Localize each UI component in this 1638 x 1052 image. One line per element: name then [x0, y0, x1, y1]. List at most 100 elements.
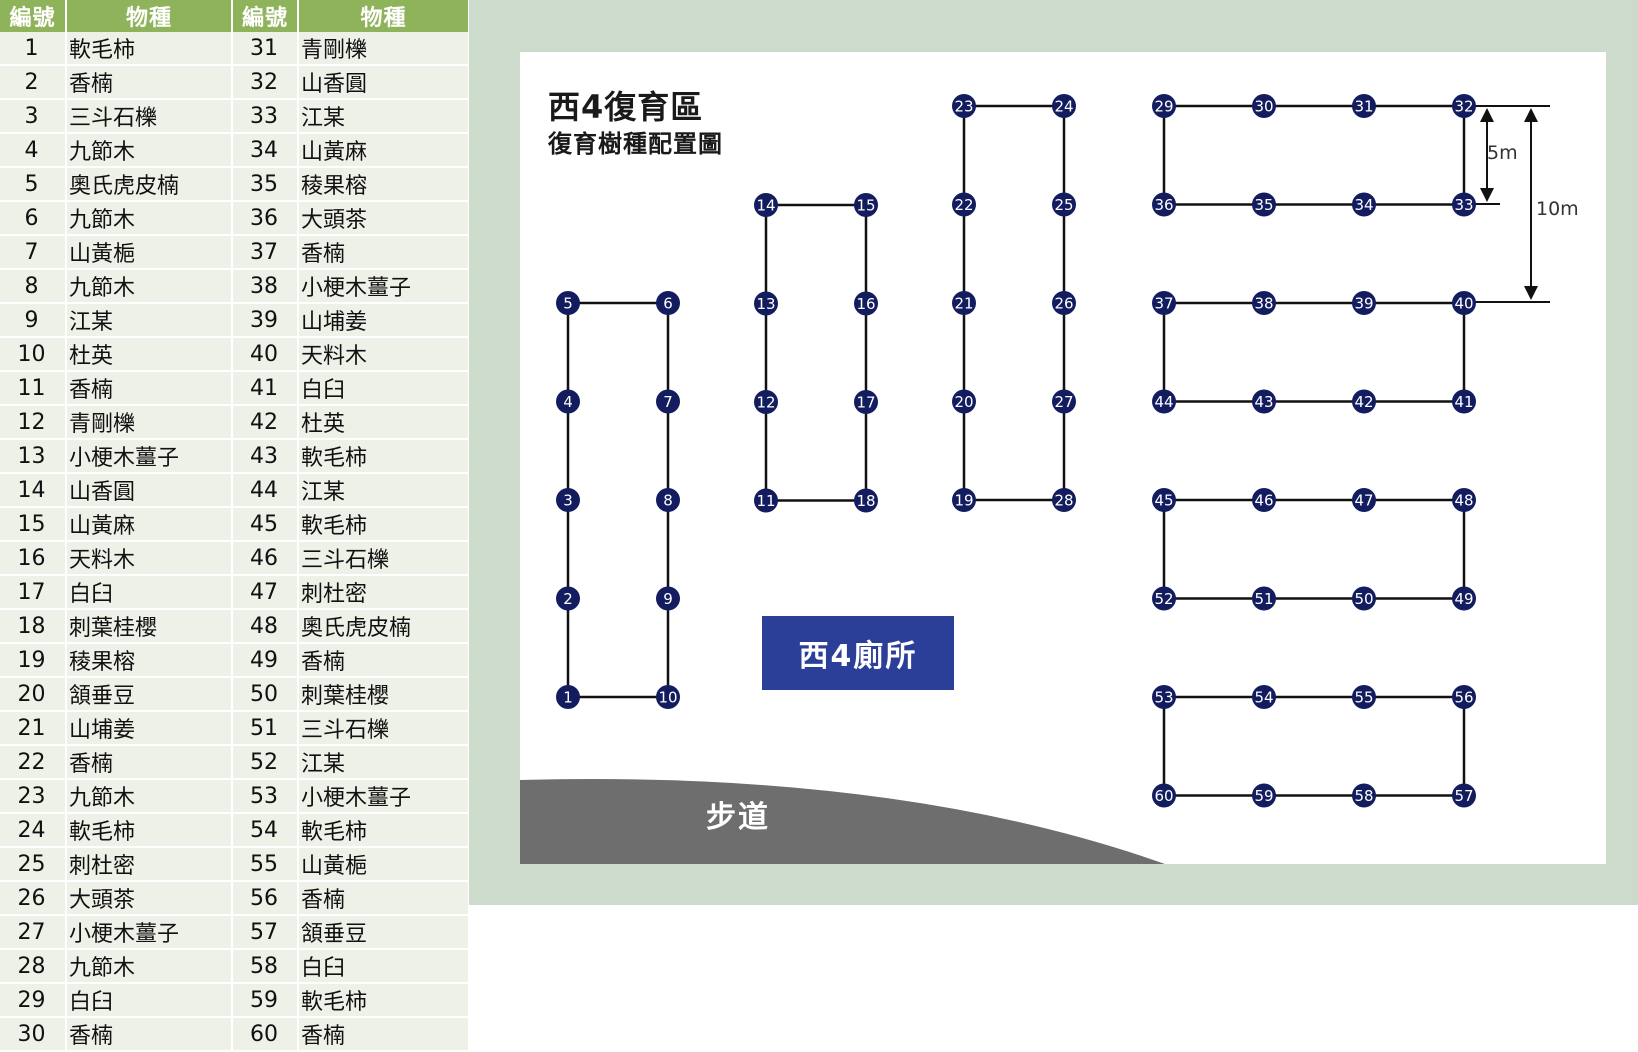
row-id-right: 57	[232, 915, 299, 950]
row-species-left: 青剛櫟	[66, 405, 233, 440]
row-species-right: 江某	[298, 745, 470, 780]
plant-node-label: 31	[1354, 98, 1373, 116]
row-species-left: 天料木	[66, 541, 233, 576]
plant-node-label: 45	[1154, 492, 1173, 510]
plant-node-circle	[1152, 488, 1176, 512]
row-species-left: 頷垂豆	[66, 677, 233, 712]
row-species-right: 山黃麻	[298, 133, 470, 168]
plant-node-label: 13	[756, 295, 775, 313]
plant-node-circle	[656, 586, 680, 611]
plant-node: 7	[656, 389, 680, 414]
plant-node: 41	[1452, 389, 1476, 414]
row-species-left: 刺葉桂櫻	[66, 609, 233, 644]
plant-node-circle	[854, 390, 878, 414]
row-id-right: 54	[232, 813, 299, 848]
plant-node-circle	[556, 685, 580, 709]
plant-node: 12	[754, 390, 778, 414]
row-species-right: 山黃梔	[298, 847, 470, 882]
row-species-right: 香楠	[298, 235, 470, 270]
row-id-right: 38	[232, 269, 299, 304]
plant-node-circle	[1252, 94, 1276, 118]
plant-node-label: 8	[663, 492, 673, 510]
plant-node-label: 24	[1054, 98, 1073, 116]
header-species-right: 物種	[298, 0, 470, 32]
plant-node-label: 30	[1254, 98, 1273, 116]
plant-node-label: 40	[1454, 295, 1473, 313]
row-species-right: 山香圓	[298, 65, 470, 100]
row-species-left: 山埔姜	[66, 711, 233, 746]
row-species-right: 奧氏虎皮楠	[298, 609, 470, 644]
dimension-arrowhead	[1524, 286, 1538, 300]
row-species-right: 小梗木薑子	[298, 269, 470, 304]
row-id-left: 4	[0, 133, 67, 168]
plant-node-label: 48	[1454, 492, 1473, 510]
row-id-right: 39	[232, 303, 299, 338]
plant-node: 53	[1152, 685, 1176, 709]
map-subtitle: 復育樹種配置圖	[548, 130, 723, 158]
row-id-right: 52	[232, 745, 299, 780]
plant-node-label: 54	[1254, 689, 1273, 707]
plant-node-circle	[754, 488, 778, 513]
plant-node-label: 10	[658, 689, 677, 707]
plant-node: 32	[1452, 94, 1476, 118]
plant-node-label: 44	[1154, 393, 1173, 411]
plant-node: 33	[1452, 192, 1476, 217]
plant-node-circle	[1152, 291, 1176, 315]
plant-node: 54	[1252, 685, 1276, 709]
row-id-left: 3	[0, 99, 67, 134]
plant-node-circle	[952, 291, 976, 315]
plant-node-label: 29	[1154, 98, 1173, 116]
plant-node-circle	[1452, 488, 1476, 512]
row-id-left: 20	[0, 677, 67, 712]
toilet-label: 西4廁所	[762, 616, 954, 690]
row-species-right: 大頭茶	[298, 201, 470, 236]
plant-node: 10	[656, 685, 680, 709]
plant-node-label: 42	[1354, 393, 1373, 411]
plant-node-circle	[1452, 783, 1476, 808]
row-species-left: 香楠	[66, 745, 233, 780]
plant-node-circle	[1052, 94, 1076, 118]
row-id-left: 10	[0, 337, 67, 372]
row-id-left: 21	[0, 711, 67, 746]
plant-node-circle	[754, 291, 778, 316]
plant-node-circle	[754, 193, 778, 217]
row-id-right: 37	[232, 235, 299, 270]
plant-node-circle	[952, 94, 976, 118]
row-species-right: 香楠	[298, 1017, 470, 1052]
plant-node-label: 52	[1154, 590, 1173, 608]
dimension-arrowhead	[1480, 108, 1494, 122]
plant-node-label: 2	[563, 590, 573, 608]
plant-node-circle	[1252, 291, 1276, 315]
row-species-left: 軟毛柿	[66, 32, 233, 66]
plant-node: 51	[1252, 586, 1276, 611]
plant-node-circle	[1452, 586, 1476, 611]
row-id-right: 44	[232, 473, 299, 508]
row-species-left: 軟毛柿	[66, 813, 233, 848]
row-species-left: 稜果榕	[66, 643, 233, 678]
row-id-right: 35	[232, 167, 299, 202]
row-species-left: 山香圓	[66, 473, 233, 508]
row-species-left: 三斗石櫟	[66, 99, 233, 134]
row-id-right: 41	[232, 371, 299, 406]
row-id-right: 48	[232, 609, 299, 644]
row-species-right: 軟毛柿	[298, 439, 470, 474]
plant-node: 1	[556, 685, 580, 709]
plant-node-label: 9	[663, 590, 673, 608]
plant-node: 21	[952, 291, 976, 315]
plant-node-circle	[1152, 94, 1176, 118]
row-id-left: 27	[0, 915, 67, 950]
plant-node-circle	[1352, 586, 1376, 611]
header-id-right: 編號	[232, 0, 299, 32]
plant-node: 35	[1252, 192, 1276, 217]
plant-node-label: 3	[563, 492, 573, 510]
plant-node-label: 43	[1254, 393, 1273, 411]
plant-node-label: 21	[954, 295, 973, 313]
